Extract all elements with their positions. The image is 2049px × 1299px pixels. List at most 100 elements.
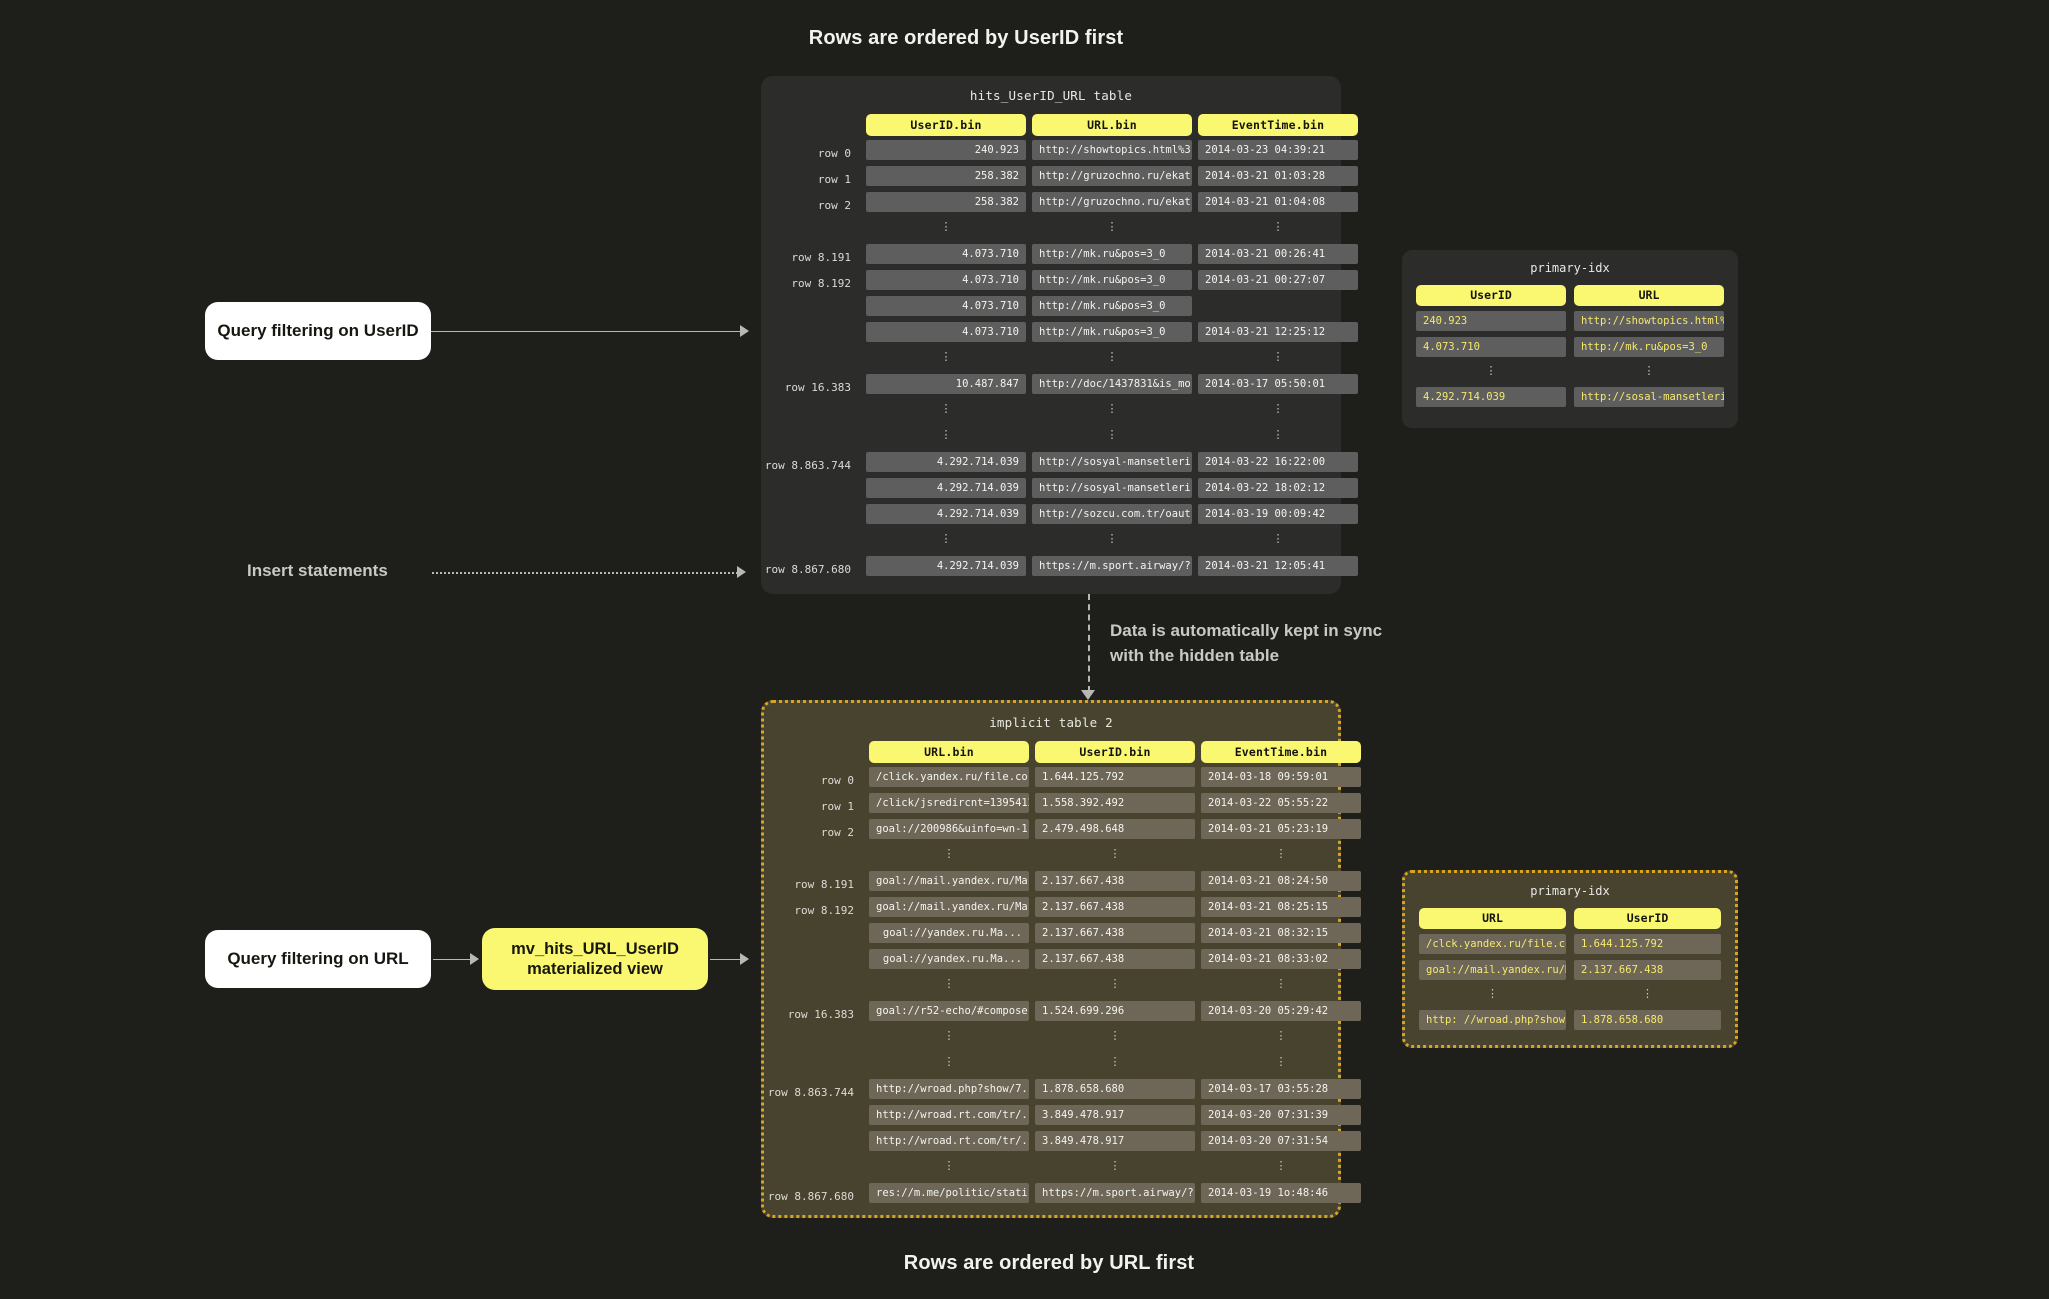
- row-label-empty: [767, 923, 863, 949]
- table-cell: 2014-03-21 12:25:12: [1198, 322, 1358, 342]
- table-cell: 2014-03-19 1o:48:46: [1201, 1183, 1361, 1203]
- row-label-empty: [764, 348, 860, 374]
- table-cell: http://sosyal-mansetleri...: [1032, 478, 1192, 498]
- row-label-empty: [767, 1105, 863, 1131]
- table-cell: 2014-03-18 09:59:01: [1201, 767, 1361, 787]
- idx-cell: http://sosal-mansetleri...: [1574, 387, 1724, 407]
- table-cell: /click/jsredircnt=1395412...: [869, 793, 1029, 813]
- table-cell: 2014-03-21 12:05:41: [1198, 556, 1358, 576]
- table-cell: 1.644.125.792: [1035, 767, 1195, 787]
- table-cell: 2014-03-19 00:09:42: [1198, 504, 1358, 524]
- ellipsis-marker: [1032, 348, 1192, 368]
- row-label-empty: [764, 322, 860, 348]
- row-label: row 8.863.744: [764, 458, 851, 472]
- table-cell: 2014-03-21 05:23:19: [1201, 819, 1361, 839]
- table-cell: http://wroad.php?show/7...: [869, 1079, 1029, 1099]
- table-cell: 2014-03-23 04:39:21: [1198, 140, 1358, 160]
- row-label-empty: [764, 504, 860, 530]
- ellipsis-marker: [1198, 348, 1358, 368]
- ellipsis-marker: [1198, 400, 1358, 420]
- table-cell: 3.849.478.917: [1035, 1131, 1195, 1151]
- table-cell: 1.558.392.492: [1035, 793, 1195, 813]
- idx-top-grid: UserIDURL240.923http://showtopics.html%3…: [1416, 285, 1724, 413]
- ellipsis-marker: [1201, 1027, 1361, 1047]
- table-cell: 10.487.847: [866, 374, 1026, 394]
- idx-column-header: UserID: [1416, 285, 1566, 306]
- table-cell: http://wroad.rt.com/tr/...: [869, 1105, 1029, 1125]
- row-label: row 8.867.680: [764, 562, 851, 576]
- ellipsis-marker: [866, 426, 1026, 446]
- table-cell: http://showtopics.html%3...: [1032, 140, 1192, 160]
- label-insert-statements: Insert statements: [247, 561, 388, 580]
- caption-bottom: Rows are ordered by URL first: [903, 1252, 1195, 1274]
- table-cell: http://sozcu.com.tr/oaut: [1032, 504, 1192, 524]
- column-header: EventTime.bin: [1201, 741, 1361, 763]
- table-cell: https://m.sport.airway/?: [1032, 556, 1192, 576]
- table-cell: http://doc/1437831&is_mo...: [1032, 374, 1192, 394]
- column-header: UserID.bin: [866, 114, 1026, 136]
- row-label-empty: [767, 1027, 863, 1053]
- table-cell: goal://yandex.ru.Ma...: [869, 949, 1029, 969]
- table-cell: 258.382: [866, 192, 1026, 212]
- table-cell: 2014-03-17 03:55:28: [1201, 1079, 1361, 1099]
- row-label-empty: [764, 478, 860, 504]
- ellipsis-marker: [1032, 400, 1192, 420]
- idx-cell: 1.878.658.680: [1574, 1010, 1721, 1030]
- idx-cell: 240.923: [1416, 311, 1566, 331]
- row-label-empty: [767, 1053, 863, 1079]
- arrow-line-userid: [431, 331, 741, 332]
- table-cell: 2014-03-17 05:50:01: [1198, 374, 1358, 394]
- row-label-empty: [767, 1131, 863, 1157]
- table-cell: 2014-03-21 08:24:50: [1201, 871, 1361, 891]
- row-label: row 8.191: [791, 250, 851, 264]
- row-label: row 0: [817, 146, 851, 160]
- table-cell: 2.137.667.438: [1035, 871, 1195, 891]
- table-cell: https://m.sport.airway/?: [1035, 1183, 1195, 1203]
- row-label: row 8.867.680: [767, 1189, 854, 1203]
- ellipsis-marker: [1035, 1157, 1195, 1177]
- table-cell: 4.292.714.039: [866, 478, 1026, 498]
- arrow-head-insert: [737, 566, 746, 578]
- row-label: row 16.383: [784, 380, 851, 394]
- row-label: row 0: [820, 773, 854, 787]
- row-label-empty: [764, 426, 860, 452]
- table-cell: goal://mail.yandex.ru/Ma...: [869, 871, 1029, 891]
- idx-cell: 4.292.714.039: [1416, 387, 1566, 407]
- table-cell: res://m.me/politic/stati...: [869, 1183, 1029, 1203]
- table-cell: 2.137.667.438: [1035, 949, 1195, 969]
- row-label-empty: [767, 975, 863, 1001]
- row-label: row 2: [817, 198, 851, 212]
- row-label-empty: [764, 530, 860, 556]
- row-label: row 8.863.744: [767, 1085, 854, 1099]
- idx-cell: /clck.yandex.ru/file.com...: [1419, 934, 1566, 954]
- panel-title-implicit: implicit table 2: [989, 715, 1113, 730]
- column-header: URL.bin: [869, 741, 1029, 763]
- table-cell: 4.073.710: [866, 244, 1026, 264]
- table-cell: [1198, 296, 1358, 316]
- ellipsis-marker: [869, 975, 1029, 995]
- idx-title-top: primary-idx: [1530, 261, 1610, 275]
- callout-query-filtering-userid[interactable]: Query filtering on UserID: [205, 302, 431, 360]
- row-label-empty: [764, 218, 860, 244]
- header-spacer: [767, 741, 863, 767]
- ellipsis-marker: [869, 1157, 1029, 1177]
- ellipsis-marker: [869, 1053, 1029, 1073]
- row-label: row 16.383: [787, 1007, 854, 1021]
- ellipsis-marker: [869, 845, 1029, 865]
- callout-query-filtering-url[interactable]: Query filtering on URL: [205, 930, 431, 988]
- table-cell: 2014-03-21 00:26:41: [1198, 244, 1358, 264]
- ellipsis-marker: [1201, 1157, 1361, 1177]
- table-cell: http://mk.ru&pos=3_0: [1032, 322, 1192, 342]
- table-cell: 2014-03-20 05:29:42: [1201, 1001, 1361, 1021]
- ellipsis-marker: [1035, 1027, 1195, 1047]
- table-cell: 2014-03-20 07:31:39: [1201, 1105, 1361, 1125]
- table-cell: 2014-03-21 01:04:08: [1198, 192, 1358, 212]
- table-cell: http://sosyal-mansetleri...: [1032, 452, 1192, 472]
- callout-materialized-view[interactable]: mv_hits_URL_UserID materialized view: [482, 928, 708, 990]
- ellipsis-marker: [866, 348, 1026, 368]
- table-cell: goal://yandex.ru.Ma...: [869, 923, 1029, 943]
- row-label-empty: [764, 296, 860, 322]
- idx-cell: goal://mail.yandex.ru/Ma...: [1419, 960, 1566, 980]
- row-label: row 8.192: [791, 276, 851, 290]
